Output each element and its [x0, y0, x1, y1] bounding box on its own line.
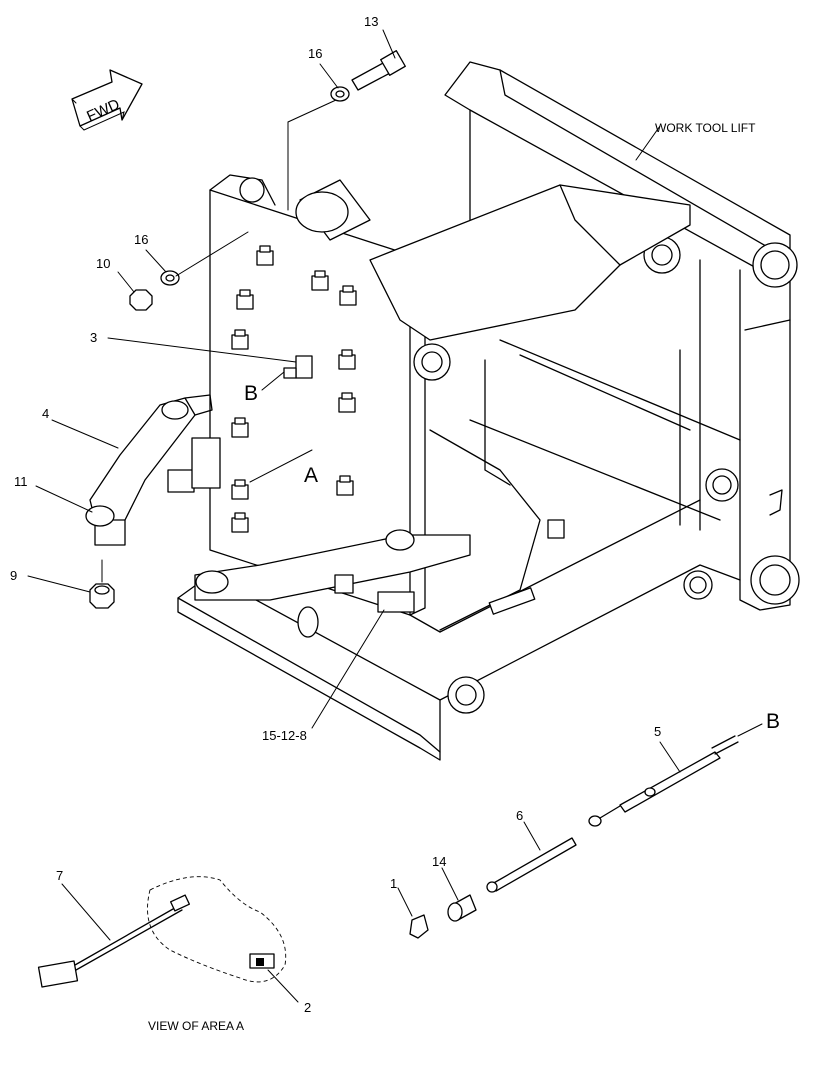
part-6-rod	[486, 805, 621, 893]
callout-9: 9	[10, 568, 17, 583]
label-view-of-area-a: VIEW OF AREA A	[148, 1019, 244, 1033]
part-10-nut	[129, 289, 153, 311]
callout-area-a: A	[304, 464, 318, 487]
work-tool-lift-frame	[177, 61, 800, 761]
callout-7: 7	[56, 868, 63, 883]
callout-13: 13	[364, 14, 378, 29]
part-9-nut	[89, 583, 115, 609]
part-1-clip	[409, 914, 429, 939]
callout-16-top: 16	[308, 46, 322, 61]
lower-arm	[194, 529, 471, 613]
callout-6: 6	[516, 808, 523, 823]
callout-4: 4	[42, 406, 49, 421]
part-16-washer-top	[330, 86, 350, 102]
callout-3: 3	[90, 330, 97, 345]
hydraulic-fittings	[231, 245, 357, 533]
fwd-arrow: FWD	[71, 69, 143, 131]
part-4-arm	[85, 394, 221, 546]
part-5-rod	[619, 735, 739, 813]
callout-b-left: B	[244, 382, 258, 405]
part-16-washer-left	[160, 270, 180, 286]
part-14-fitting	[447, 894, 477, 922]
area-a-detail	[37, 876, 287, 988]
callout-5: 5	[654, 724, 661, 739]
callout-b-right: B	[766, 710, 780, 733]
callout-labels: 13 16 16 10 3 B 4 A 11 9 15-12-8 WORK TO…	[10, 14, 780, 1033]
leader-lines	[27, 29, 763, 1003]
callout-16-left: 16	[134, 232, 148, 247]
part-3-block	[283, 355, 313, 379]
callout-2: 2	[304, 1000, 311, 1015]
callout-11: 11	[14, 474, 28, 489]
callout-1: 1	[390, 876, 397, 891]
part-13-bolt	[351, 50, 406, 91]
label-work-tool-lift: WORK TOOL LIFT	[655, 121, 756, 135]
callout-14: 14	[432, 854, 446, 869]
callout-10: 10	[96, 256, 110, 271]
callout-15-12-8: 15-12-8	[262, 728, 307, 743]
